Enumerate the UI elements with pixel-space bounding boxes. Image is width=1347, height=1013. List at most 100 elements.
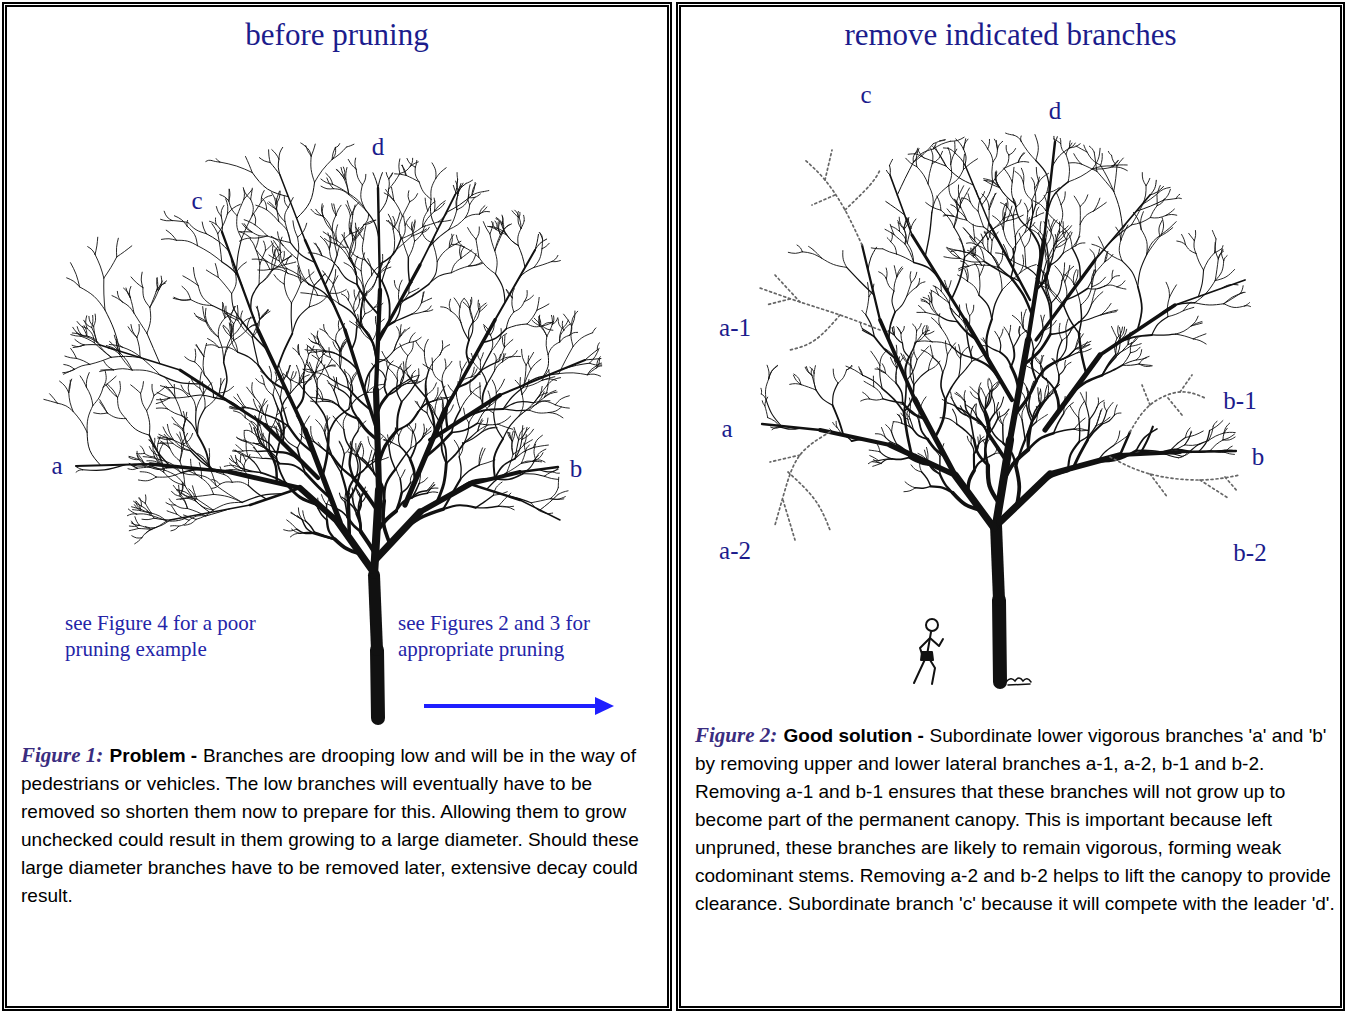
- twig: [140, 357, 160, 376]
- twig: [534, 444, 536, 459]
- twig: [446, 443, 464, 464]
- twig: [456, 196, 458, 210]
- twig: [198, 286, 212, 306]
- twig: [512, 431, 514, 441]
- twig: [395, 428, 398, 436]
- twig: [378, 369, 386, 379]
- twig: [394, 236, 412, 252]
- twig: [357, 503, 362, 514]
- twig: [180, 444, 184, 461]
- twig: [346, 168, 347, 180]
- twig: [394, 337, 399, 350]
- twig: [232, 482, 248, 486]
- twig: [389, 174, 400, 190]
- twig: [330, 276, 338, 293]
- twig: [153, 446, 155, 457]
- twig: [411, 430, 413, 448]
- twig: [424, 431, 431, 436]
- twig: [348, 473, 360, 500]
- twig: [229, 201, 237, 216]
- twig: [412, 312, 424, 315]
- twig: [138, 498, 145, 503]
- twig: [291, 283, 301, 303]
- twig: [427, 383, 436, 395]
- twig: [955, 406, 971, 417]
- twig: [999, 339, 1000, 352]
- twig: [587, 374, 600, 376]
- twig: [210, 221, 217, 224]
- twig: [1040, 389, 1042, 404]
- twig: [442, 382, 448, 401]
- twig: [587, 368, 596, 375]
- limb: [520, 467, 558, 472]
- twig: [423, 424, 425, 434]
- twig: [496, 219, 501, 225]
- twig: [252, 383, 255, 398]
- twig: [154, 518, 170, 520]
- twig: [285, 222, 290, 243]
- twig: [189, 471, 202, 478]
- twig: [284, 197, 288, 208]
- twig: [413, 432, 416, 444]
- twig: [402, 165, 406, 175]
- twig: [237, 463, 245, 471]
- tree-drawing: [760, 133, 1250, 682]
- twig: [159, 444, 163, 456]
- twig: [350, 205, 355, 216]
- twig: [340, 342, 346, 352]
- twig: [262, 257, 270, 269]
- twig: [203, 356, 204, 374]
- twig: [191, 300, 213, 306]
- twig: [552, 316, 554, 325]
- twig: [970, 392, 978, 399]
- twig: [271, 381, 280, 399]
- twig: [140, 498, 142, 506]
- twig: [64, 364, 75, 369]
- twig: [1023, 183, 1031, 200]
- twig: [399, 329, 405, 337]
- twig: [222, 262, 244, 291]
- twig: [433, 243, 437, 262]
- twig: [443, 505, 475, 509]
- twig: [502, 338, 504, 348]
- twig: [230, 319, 232, 337]
- twig: [214, 494, 242, 502]
- twig: [324, 324, 327, 333]
- twig: [412, 491, 426, 498]
- twig: [257, 450, 275, 452]
- twig: [293, 221, 298, 237]
- twig: [550, 488, 558, 499]
- twig: [356, 444, 361, 456]
- twig: [174, 297, 191, 300]
- twig: [286, 262, 296, 264]
- twig: [69, 379, 72, 392]
- limb: [250, 488, 300, 505]
- twig: [534, 262, 552, 268]
- twig: [432, 163, 436, 178]
- twig: [597, 343, 599, 350]
- twig: [469, 307, 473, 321]
- twig: [234, 330, 247, 341]
- twig: [472, 192, 484, 196]
- twig: [1077, 349, 1091, 353]
- twig: [1079, 315, 1101, 322]
- twig: [445, 359, 446, 369]
- twig: [457, 194, 458, 210]
- twig: [333, 189, 348, 195]
- twig: [400, 470, 405, 479]
- twig: [397, 364, 401, 381]
- twig: [106, 385, 118, 398]
- twig: [272, 193, 276, 204]
- twig: [542, 243, 549, 248]
- twig: [497, 228, 507, 234]
- twig: [306, 521, 315, 532]
- twig: [547, 324, 552, 336]
- twig: [258, 269, 270, 271]
- limb: [376, 390, 379, 490]
- twig: [1050, 253, 1064, 266]
- twig: [395, 174, 407, 176]
- twig: [974, 444, 979, 454]
- twig: [421, 298, 431, 303]
- twig: [362, 444, 364, 458]
- twig: [402, 165, 407, 175]
